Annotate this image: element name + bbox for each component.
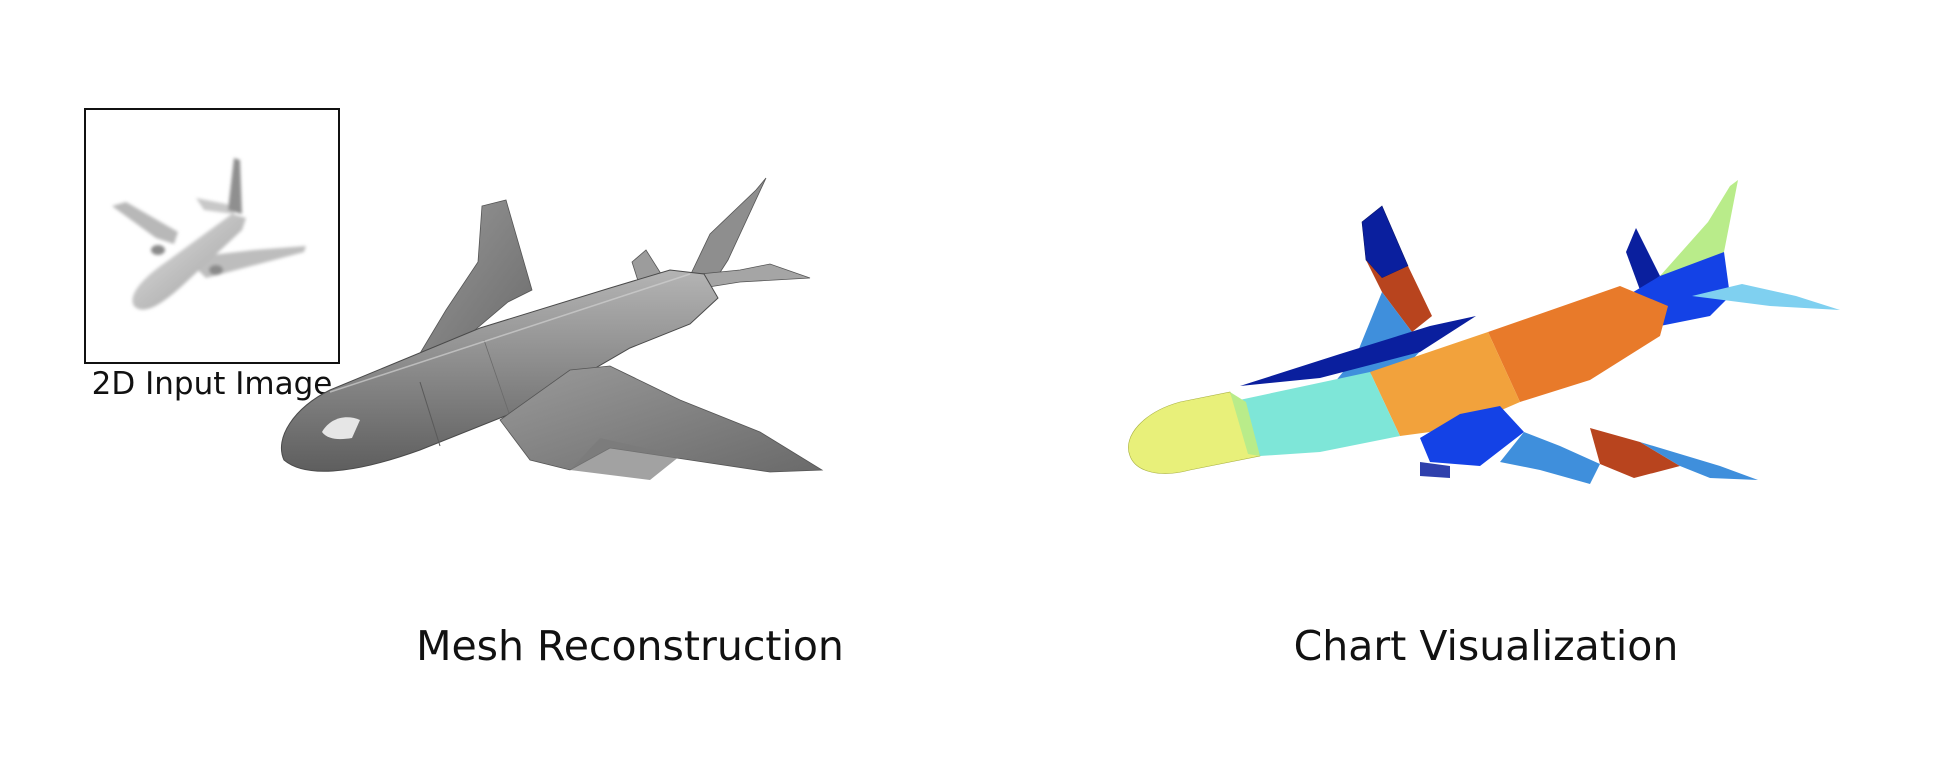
mesh-airplane <box>280 177 824 480</box>
chart-visualization <box>1120 166 1890 606</box>
chart-vertical-tail-front <box>1626 228 1660 290</box>
mesh-reconstruction <box>270 170 1040 610</box>
mesh-reconstruction-caption: Mesh Reconstruction <box>416 622 844 670</box>
chart-airplane <box>1128 180 1840 484</box>
mesh-fuselage <box>280 269 719 472</box>
chart-fuselage-rear <box>1488 286 1668 402</box>
chart-right-wing-root <box>1420 406 1524 466</box>
chart-left-wing-tip <box>1361 205 1409 279</box>
chart-fuselage-front <box>1230 372 1400 456</box>
mesh-right-wing <box>499 365 824 473</box>
chart-right-wing-outer <box>1590 428 1680 478</box>
chart-vertical-tail-tip <box>1660 180 1738 276</box>
chart-visualization-caption: Chart Visualization <box>1293 622 1679 670</box>
chart-fuselage-top <box>1240 316 1476 386</box>
chart-right-wing-tip <box>1640 442 1758 480</box>
chart-left-wing-mid <box>1366 260 1432 332</box>
chart-right-wing-mid <box>1500 432 1600 484</box>
input-image <box>84 108 340 364</box>
chart-horizontal-stabilizer <box>1692 284 1840 310</box>
input-image-caption: 2D Input Image <box>91 366 333 402</box>
input-airplane-thumbnail <box>112 158 306 310</box>
